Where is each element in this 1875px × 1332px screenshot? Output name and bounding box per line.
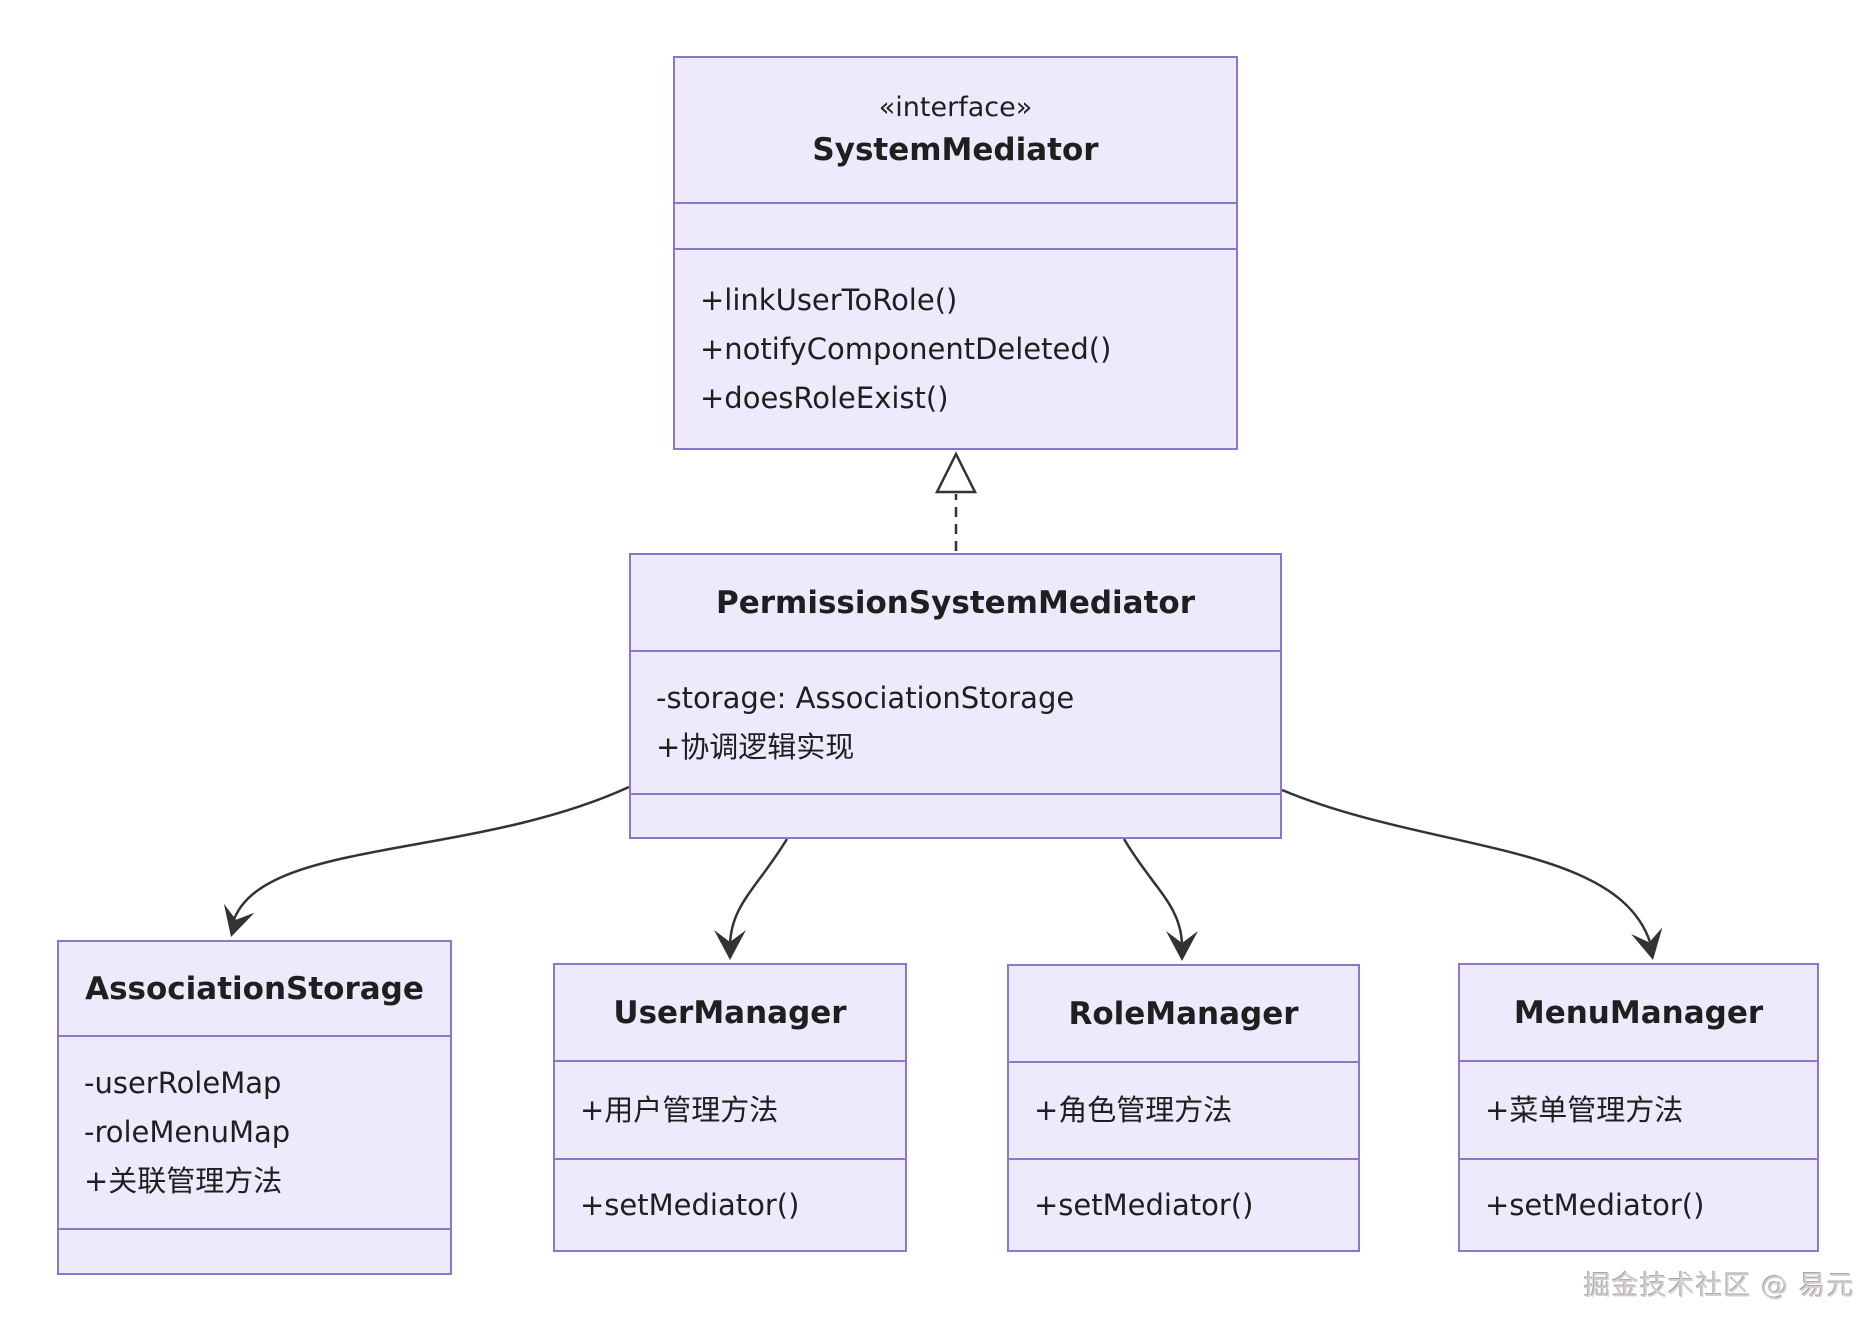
dependency-arrow-psm-to-associationstorage [223,785,630,937]
attribute-item: -storage: AssociationStorage [656,680,1075,715]
method-item: +notifyComponentDeleted() [700,331,1112,366]
stereotype-label: «interface» [878,92,1033,123]
dependency-arrow-psm-to-menumanager [1281,788,1663,960]
methods-compartment: +setMediator() [1009,1158,1358,1250]
class-title-compartment: UserManager [555,965,905,1060]
methods-compartment-empty [59,1228,450,1273]
attribute-item: +用户管理方法 [580,1092,779,1127]
realization-arrow-psm-to-systemmediator [934,451,978,551]
dependency-arrow-psm-to-rolemanager [1122,838,1198,961]
method-item: +setMediator() [1034,1187,1254,1222]
methods-compartment: +setMediator() [1460,1158,1817,1250]
attribute-item: -userRoleMap [84,1066,282,1100]
attribute-item: -roleMenuMap [84,1115,291,1149]
dependency-arrow-psm-to-usermanager [714,838,789,960]
class-box-association-storage: AssociationStorage -userRoleMap -roleMen… [57,940,452,1275]
attributes-compartment: +角色管理方法 [1009,1061,1358,1158]
watermark-text: 掘金技术社区 @ 易元 [1583,1271,1855,1302]
class-name: PermissionSystemMediator [715,584,1195,621]
class-box-role-manager: RoleManager +角色管理方法 +setMediator() [1007,964,1360,1252]
attributes-compartment: -storage: AssociationStorage +协调逻辑实现 [631,650,1280,793]
class-box-system-mediator: «interface» SystemMediator +linkUserToRo… [673,56,1238,450]
class-title-compartment: MenuManager [1460,965,1817,1060]
methods-compartment: +setMediator() [555,1158,905,1250]
class-title-compartment: «interface» SystemMediator [675,58,1236,202]
method-item: +linkUserToRole() [700,282,958,317]
class-box-permission-system-mediator: PermissionSystemMediator -storage: Assoc… [629,553,1282,839]
attribute-item: +关联管理方法 [84,1164,283,1198]
method-item: +doesRoleExist() [700,380,949,415]
attribute-item: +菜单管理方法 [1485,1092,1684,1127]
attribute-item: +角色管理方法 [1034,1093,1233,1127]
class-title-compartment: PermissionSystemMediator [631,555,1280,650]
attributes-compartment: +菜单管理方法 [1460,1060,1817,1158]
method-item: +setMediator() [1485,1187,1705,1222]
attributes-compartment: -userRoleMap -roleMenuMap +关联管理方法 [59,1035,450,1228]
method-item: +setMediator() [580,1187,800,1222]
class-name: AssociationStorage [85,970,424,1007]
attributes-compartment: +用户管理方法 [555,1060,905,1158]
methods-compartment-empty [631,793,1280,837]
methods-compartment: +linkUserToRole() +notifyComponentDelete… [675,248,1236,448]
attributes-compartment-empty [675,202,1236,248]
class-title-compartment: RoleManager [1009,966,1358,1061]
class-box-menu-manager: MenuManager +菜单管理方法 +setMediator() [1458,963,1819,1252]
class-name: SystemMediator [812,132,1099,168]
class-name: MenuManager [1513,994,1764,1031]
attribute-item: +协调逻辑实现 [656,729,855,764]
class-name: RoleManager [1068,995,1299,1032]
class-box-user-manager: UserManager +用户管理方法 +setMediator() [553,963,907,1252]
class-title-compartment: AssociationStorage [59,942,450,1035]
class-name: UserManager [613,994,847,1031]
